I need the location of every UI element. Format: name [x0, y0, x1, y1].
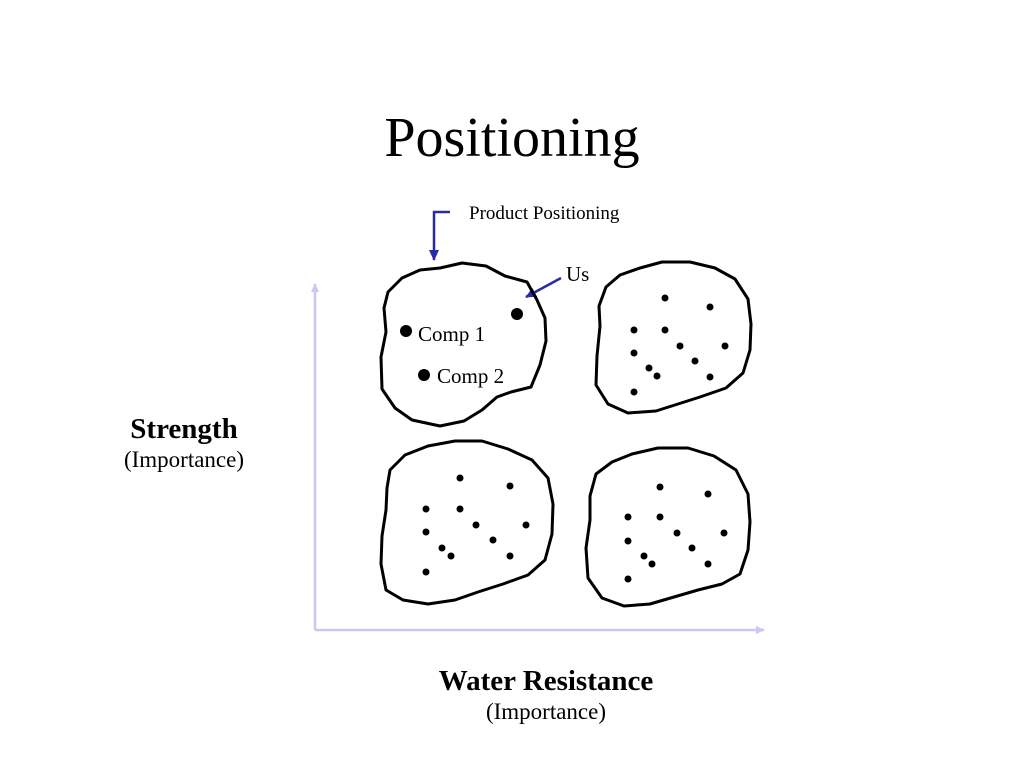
comp2-point [418, 369, 430, 381]
segment-blob-top-left [379, 261, 548, 428]
segment-dots-top-right [630, 294, 729, 396]
us-label: Us [566, 262, 590, 286]
segment-blob-bottom-right [584, 446, 752, 608]
segment-dots-bottom-left [422, 474, 530, 576]
product-positioning-label: Product Positioning [469, 203, 620, 224]
x-axis-subtitle: (Importance) [485, 699, 607, 724]
comp1-label: Comp 1 [418, 322, 486, 346]
callout-arrow [429, 210, 450, 261]
x-axis-title-block: Water Resistance (Importance) [396, 664, 696, 726]
y-axis-title-block: Strength (Importance) [84, 412, 284, 474]
segment-dots-bottom-right [624, 483, 728, 583]
comp1-point [400, 325, 412, 337]
us-arrow [525, 276, 562, 299]
x-axis-title: Water Resistance [438, 665, 654, 697]
segment-blob-bottom-left [379, 439, 555, 606]
page-title: Positioning [384, 107, 640, 169]
us-point [511, 308, 523, 320]
segment-blob-top-right [594, 260, 753, 415]
y-axis-subtitle: (Importance) [123, 447, 245, 472]
comp2-label: Comp 2 [437, 364, 505, 388]
y-axis-title: Strength [130, 413, 238, 445]
